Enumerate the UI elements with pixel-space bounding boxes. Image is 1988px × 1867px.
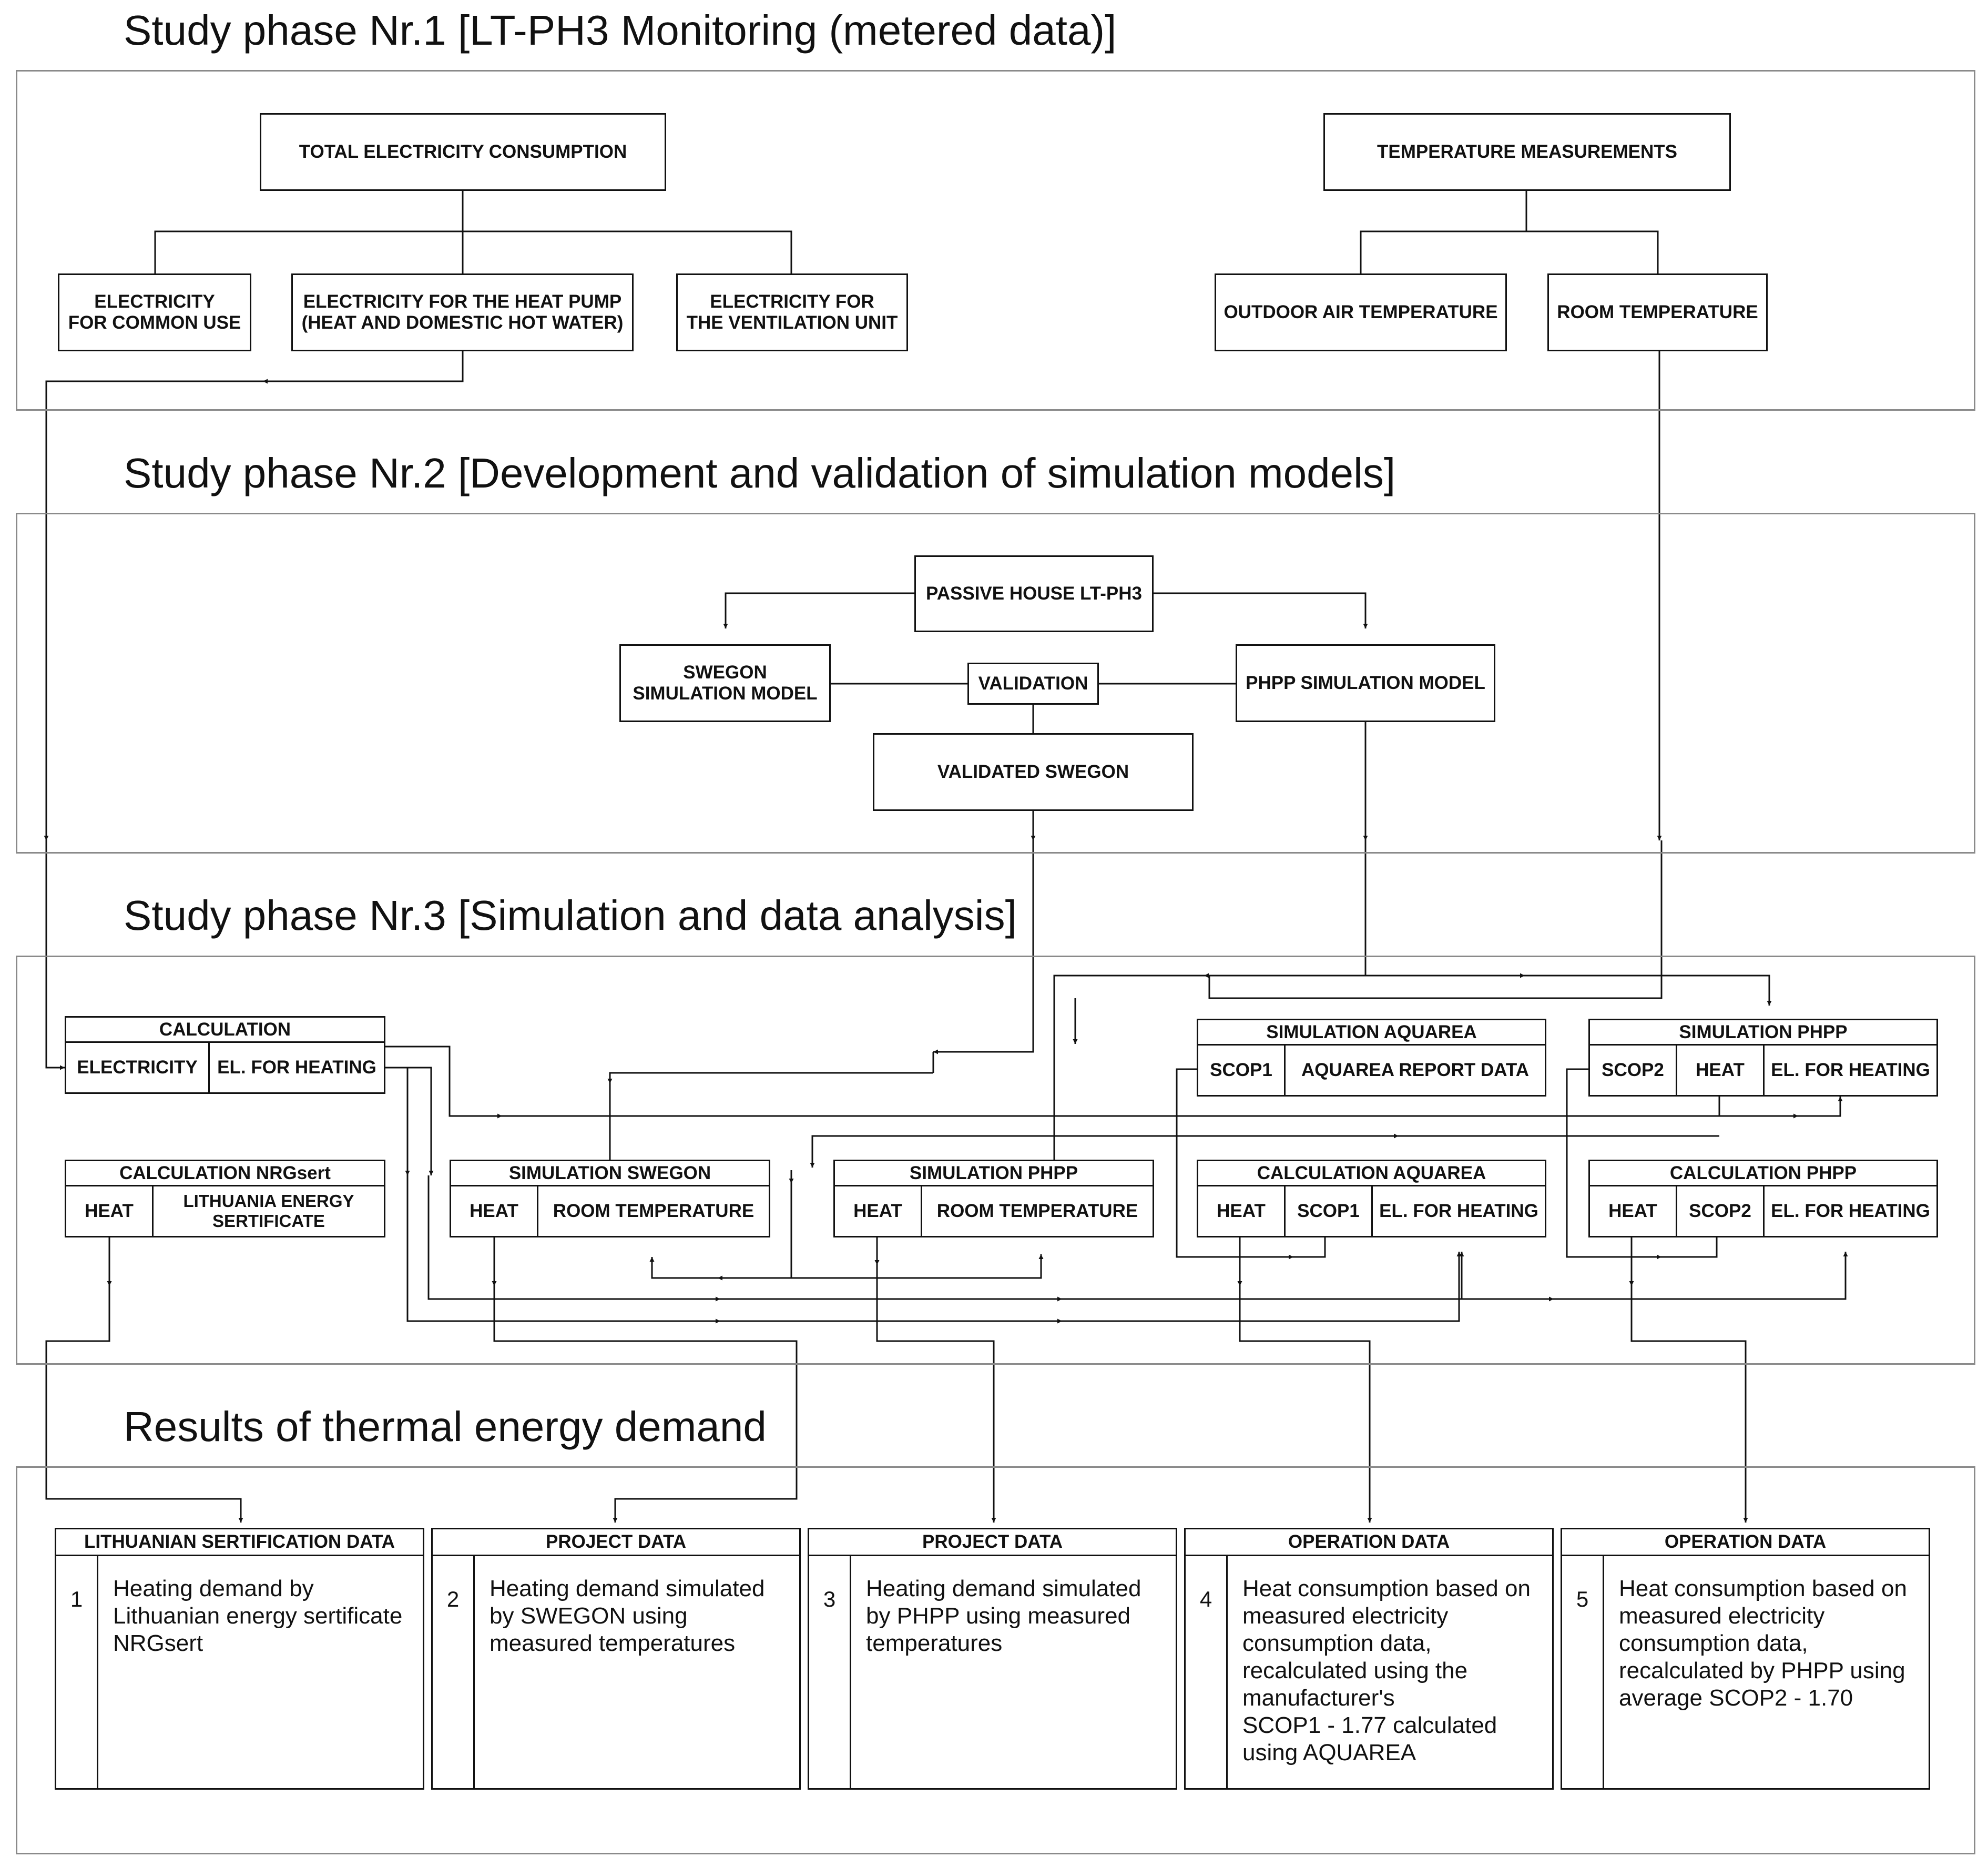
swegon-room-temp-cell: ROOM TEMPERATURE — [537, 1186, 769, 1236]
validation-box: VALIDATION — [967, 663, 1099, 705]
result-5-header: OPERATION DATA — [1562, 1529, 1929, 1556]
phase-1-title: Study phase Nr.1 [LT-PH3 Monitoring (met… — [124, 7, 1117, 54]
calculation-nrgsert-title: CALCULATION NRGsert — [66, 1161, 384, 1186]
result-1-number: 1 — [56, 1556, 98, 1788]
nrgsert-heat-cell: HEAT — [85, 1201, 134, 1221]
phase-2-title: Study phase Nr.2 [Development and valida… — [124, 450, 1396, 496]
phpp-lower-room-temp-cell: ROOM TEMPERATURE — [921, 1186, 1153, 1236]
result-1-header: LITHUANIAN SERTIFICATION DATA — [56, 1529, 423, 1556]
phpp-simulation-model-box: PHPP SIMULATION MODEL — [1236, 644, 1495, 722]
phase-2-panel — [16, 513, 1975, 854]
calculation-title: CALCULATION — [66, 1018, 384, 1043]
result-4-text: Heat consumption based on measured elect… — [1242, 1576, 1531, 1765]
result-3-number: 3 — [809, 1556, 851, 1788]
phase-3-panel — [16, 956, 1975, 1365]
simulation-swegon-table: SIMULATION SWEGON HEAT ROOM TEMPERATURE — [450, 1160, 770, 1237]
passive-house-box: PASSIVE HOUSE LT-PH3 — [914, 555, 1154, 632]
result-2-header: PROJECT DATA — [433, 1529, 799, 1556]
electricity-heat-pump-box: ELECTRICITY FOR THE HEAT PUMP (HEAT AND … — [291, 273, 634, 351]
phpp-upper-scop2-cell: SCOP2 — [1602, 1060, 1664, 1080]
simulation-phpp-lower-table: SIMULATION PHPP HEAT ROOM TEMPERATURE — [833, 1160, 1154, 1237]
result-4-number: 4 — [1186, 1556, 1228, 1788]
calculation-el-heating-cell: EL. FOR HEATING — [208, 1043, 384, 1092]
swegon-simulation-model-box: SWEGON SIMULATION MODEL — [619, 644, 831, 722]
nrgsert-certificate-cell: LITHUANIA ENERGY SERTIFICATE — [152, 1186, 384, 1236]
electricity-ventilation-box: ELECTRICITY FOR THE VENTILATION UNIT — [676, 273, 908, 351]
room-temperature-box: ROOM TEMPERATURE — [1547, 273, 1768, 351]
result-2-number: 2 — [433, 1556, 475, 1788]
calc-aquarea-scop1-cell: SCOP1 — [1284, 1186, 1371, 1236]
result-3-header: PROJECT DATA — [809, 1529, 1176, 1556]
simulation-aquarea-table: SIMULATION AQUAREA SCOP1 AQUAREA REPORT D… — [1197, 1019, 1546, 1097]
results-panel — [16, 1466, 1975, 1854]
validated-swegon-box: VALIDATED SWEGON — [873, 733, 1194, 811]
result-3-text: Heating demand simulated by PHPP using m… — [866, 1576, 1141, 1656]
simulation-phpp-lower-title: SIMULATION PHPP — [835, 1161, 1153, 1186]
phase-1-panel — [16, 70, 1975, 411]
phpp-upper-el-heating-cell: EL. FOR HEATING — [1763, 1046, 1936, 1095]
simulation-aquarea-title: SIMULATION AQUAREA — [1198, 1020, 1545, 1046]
result-5-number: 5 — [1562, 1556, 1604, 1788]
phase-3-title: Study phase Nr.3 [Simulation and data an… — [124, 892, 1017, 939]
calculation-nrgsert-table: CALCULATION NRGsert HEAT LITHUANIA ENERGY… — [65, 1160, 385, 1237]
aquarea-report-data-cell: AQUAREA REPORT DATA — [1284, 1046, 1545, 1095]
result-1-text: Heating demand by Lithuanian energy sert… — [113, 1576, 403, 1656]
outdoor-air-temperature-box: OUTDOOR AIR TEMPERATURE — [1215, 273, 1507, 351]
calculation-table: CALCULATION ELECTRICITY EL. FOR HEATING — [65, 1016, 385, 1094]
calc-phpp-heat-cell: HEAT — [1608, 1201, 1657, 1221]
calc-phpp-scop2-cell: SCOP2 — [1676, 1186, 1763, 1236]
aquarea-scop1-cell: SCOP1 — [1210, 1060, 1272, 1080]
total-electricity-box: TOTAL ELECTRICITY CONSUMPTION — [260, 113, 666, 191]
result-2-text: Heating demand simulated by SWEGON using… — [490, 1576, 765, 1656]
temperature-measurements-box: TEMPERATURE MEASUREMENTS — [1323, 113, 1731, 191]
simulation-swegon-title: SIMULATION SWEGON — [451, 1161, 769, 1186]
phpp-upper-heat-cell: HEAT — [1676, 1046, 1763, 1095]
calc-aquarea-el-heating-cell: EL. FOR HEATING — [1371, 1186, 1545, 1236]
swegon-heat-cell: HEAT — [470, 1201, 518, 1221]
calc-phpp-el-heating-cell: EL. FOR HEATING — [1763, 1186, 1936, 1236]
calculation-phpp-title: CALCULATION PHPP — [1590, 1161, 1936, 1186]
result-5-text: Heat consumption based on measured elect… — [1619, 1576, 1907, 1711]
results-title: Results of thermal energy demand — [124, 1403, 767, 1450]
result-4-header: OPERATION DATA — [1186, 1529, 1552, 1556]
calc-aquarea-heat-cell: HEAT — [1217, 1201, 1266, 1221]
phpp-lower-heat-cell: HEAT — [853, 1201, 902, 1221]
simulation-phpp-upper-title: SIMULATION PHPP — [1590, 1020, 1936, 1046]
electricity-common-use-box: ELECTRICITY FOR COMMON USE — [58, 273, 251, 351]
calculation-electricity-cell: ELECTRICITY — [77, 1057, 198, 1078]
calculation-aquarea-title: CALCULATION AQUAREA — [1198, 1161, 1545, 1186]
